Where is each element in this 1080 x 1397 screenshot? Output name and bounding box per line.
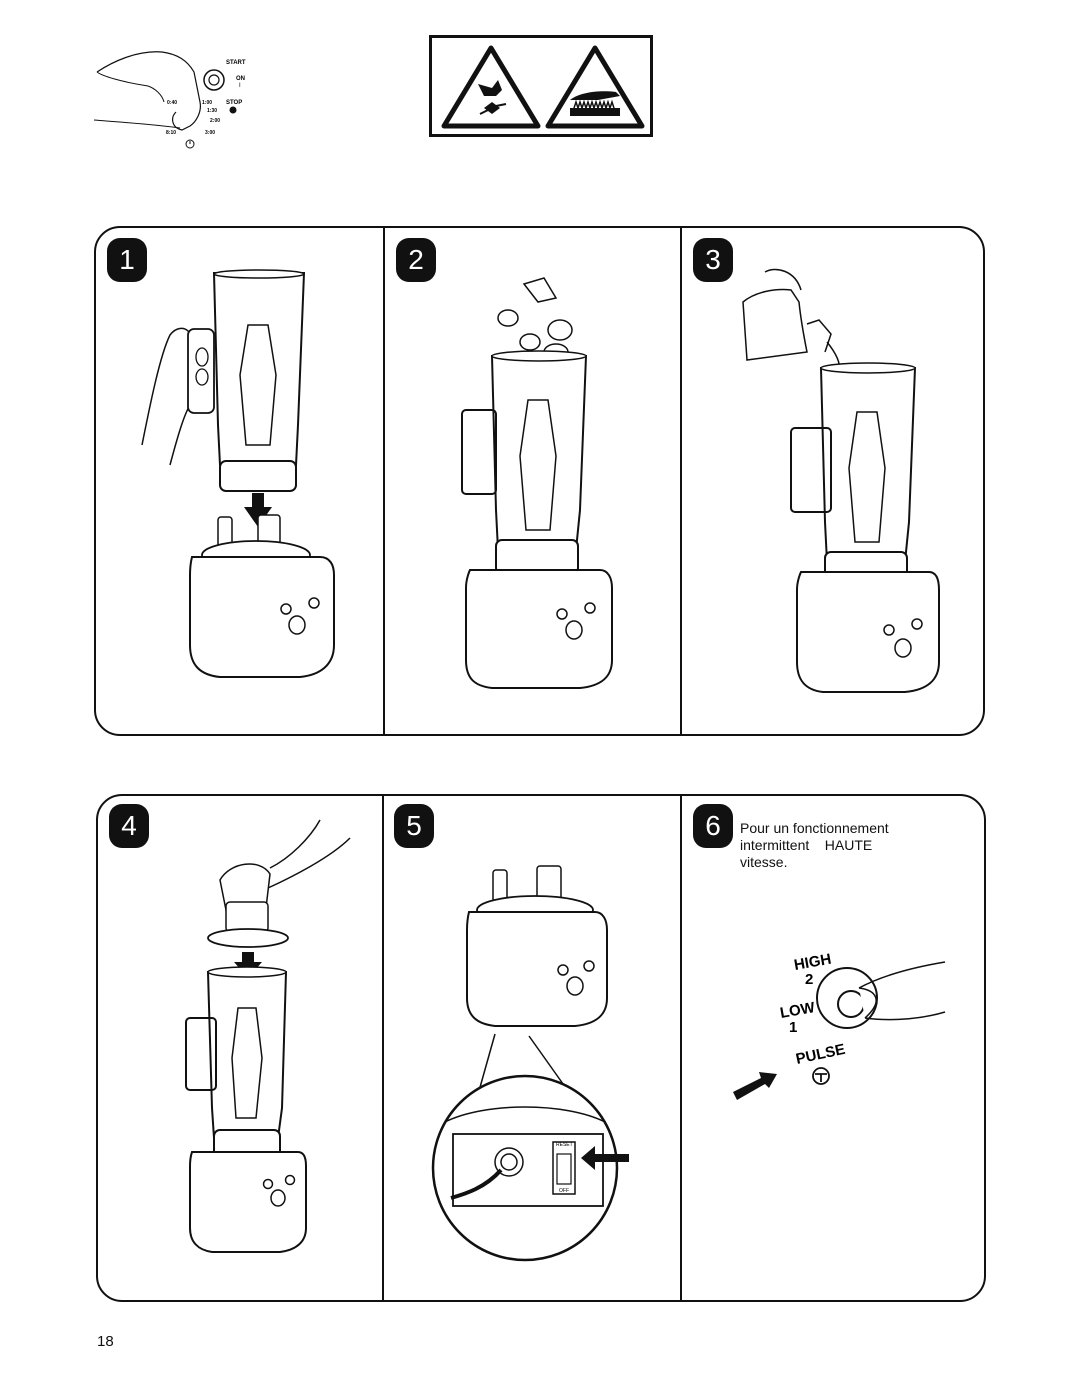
timer-label-i: I: [239, 83, 241, 89]
hot-surface-hazard-icon: [545, 45, 645, 129]
reset-label: RESET: [556, 1142, 573, 1148]
step-6-line-3: vitesse.: [740, 854, 788, 870]
timer-label-start: START: [226, 60, 246, 66]
page-number: 18: [97, 1333, 114, 1350]
timer-label-2-00: 2:00: [210, 118, 220, 124]
timer-label-0-40: 0:40: [167, 100, 177, 106]
warning-box: [429, 35, 653, 137]
timer-label-stop: STOP: [226, 100, 242, 106]
speed-pulse-label: PULSE: [794, 1041, 846, 1068]
row1-divider-1: [383, 226, 385, 736]
step-2-badge: 2: [396, 238, 436, 282]
step-3-badge: 3: [693, 238, 733, 282]
step-5-badge: 5: [394, 804, 434, 848]
step-6-instruction: Pour un fonctionnement intermittent HAUT…: [740, 820, 970, 871]
timer-dial-illustration: START ON I STOP 0:40 1:00 1:30 2:00 8:10…: [93, 51, 246, 149]
step-3-illustration: [742, 268, 940, 693]
steps-row-2: [96, 794, 986, 1302]
speed-high-number: 2: [805, 971, 813, 988]
timer-label-1-00: 1:00: [202, 100, 212, 106]
off-label: OFF: [559, 1188, 569, 1194]
row2-divider-2: [680, 794, 682, 1302]
step-2-illustration: [461, 277, 613, 689]
timer-label-3-00: 3:00: [205, 130, 215, 136]
row1-divider-2: [680, 226, 682, 736]
step-6-line-1: Pour un fonctionnement: [740, 820, 889, 836]
step-1-illustration: [141, 269, 335, 678]
speed-low-number: 1: [789, 1019, 797, 1036]
row2-divider-1: [382, 794, 384, 1302]
step-6-badge: 6: [693, 804, 733, 848]
timer-label-8-10: 8:10: [166, 130, 176, 136]
step-6-line-2: intermittent HAUTE: [740, 837, 873, 853]
step-4-illustration: [185, 819, 351, 1253]
speed-low-label: LOW: [779, 999, 817, 1022]
timer-label-1-30: 1:30: [207, 108, 217, 114]
step-4-badge: 4: [109, 804, 149, 848]
steps-row-1: [94, 226, 985, 736]
step-1-badge: 1: [107, 238, 147, 282]
speed-high-label: HIGH: [793, 951, 833, 974]
step-5-illustration: RESET OFF: [431, 865, 629, 1262]
hand-blade-hazard-icon: [441, 45, 541, 129]
timer-label-on: ON: [236, 76, 245, 82]
step-6-illustration: HIGH 2 LOW 1 PULSE: [733, 951, 946, 1100]
